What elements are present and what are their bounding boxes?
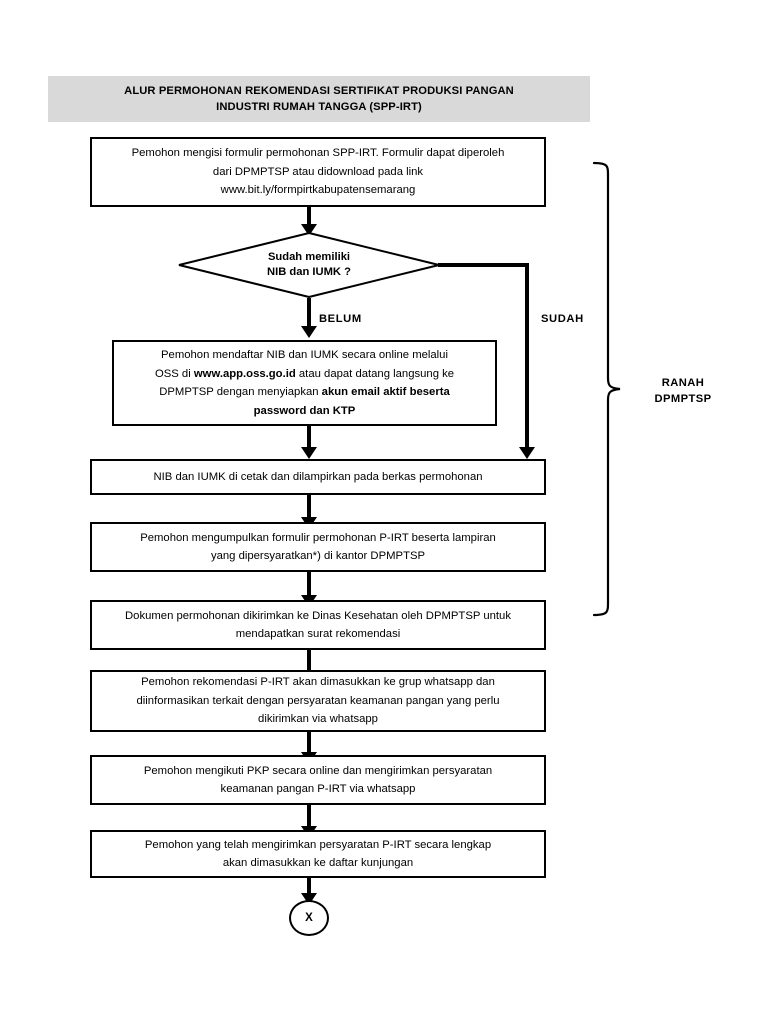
node-step5: Dokumen permohonan dikirimkan ke Dinas K… bbox=[90, 600, 546, 650]
chart-title-line-1: ALUR PERMOHONAN REKOMENDASI SERTIFIKAT P… bbox=[124, 85, 514, 97]
node-step4: Pemohon mengumpulkan formulir permohonan… bbox=[90, 522, 546, 572]
node-step2-line-3: DPMPTSP dengan menyiapkan akun email akt… bbox=[155, 383, 454, 402]
chart-title-banner: ALUR PERMOHONAN REKOMENDASI SERTIFIKAT P… bbox=[48, 76, 590, 122]
brace-shape bbox=[592, 161, 621, 617]
branch-label-sudah: SUDAH bbox=[541, 313, 584, 325]
node-step1-text: Pemohon mengisi formulir permohonan SPP-… bbox=[122, 142, 515, 202]
node-step1-line-1: Pemohon mengisi formulir permohonan SPP-… bbox=[131, 147, 505, 160]
chart-title-line-2: INDUSTRI RUMAH TANGGA (SPP-IRT) bbox=[216, 101, 422, 113]
node-decision: Sudah memiliki NIB dan IUMK ? bbox=[178, 232, 440, 298]
node-step2-oss-url: www.app.oss.go.id bbox=[193, 367, 296, 380]
node-step1-line-2: dari DPMPTSP atau didownload pada link bbox=[212, 165, 424, 178]
node-step6-text: Pemohon rekomendasi P-IRT akan dimasukka… bbox=[127, 671, 510, 731]
node-step3: NIB dan IUMK di cetak dan dilampirkan pa… bbox=[90, 459, 546, 495]
node-step6: Pemohon rekomendasi P-IRT akan dimasukka… bbox=[90, 670, 546, 732]
connector-decision-belum bbox=[307, 298, 311, 330]
node-step2: Pemohon mendaftar NIB dan IUMK secara on… bbox=[112, 340, 497, 426]
node-step1-line-3: www.bit.ly/formpirtkabupatensemarang bbox=[220, 184, 416, 197]
node-step2-line-2-a: OSS di bbox=[154, 367, 194, 380]
node-step3-line-1: NIB dan IUMK di cetak dan dilampirkan pa… bbox=[153, 470, 483, 483]
node-step7-text: Pemohon mengikuti PKP secara online dan … bbox=[134, 760, 502, 801]
node-step2-line-2-c: atau dapat datang langsung ke bbox=[295, 367, 455, 380]
node-step1: Pemohon mengisi formulir permohonan SPP-… bbox=[90, 137, 546, 207]
node-step5-line-2: mendapatkan surat rekomendasi bbox=[235, 628, 401, 640]
node-step2-line-4: password dan KTP bbox=[155, 402, 454, 421]
node-step2-line-1: Pemohon mendaftar NIB dan IUMK secara on… bbox=[161, 349, 448, 361]
connector-step1-to-decision bbox=[307, 207, 311, 229]
node-step6-line-2: diinformasikan terkait dengan persyarata… bbox=[136, 694, 500, 707]
node-step2-text: Pemohon mendaftar NIB dan IUMK secara on… bbox=[145, 344, 464, 422]
node-terminator: X bbox=[289, 900, 329, 936]
node-step7: Pemohon mengikuti PKP secara online dan … bbox=[90, 755, 546, 805]
node-step8-line-2: akan dimasukkan ke daftar kunjungan bbox=[222, 857, 414, 869]
branch-label-belum: BELUM bbox=[319, 313, 362, 325]
node-step5-text: Dokumen permohonan dikirimkan ke Dinas K… bbox=[115, 605, 521, 646]
connector-step4-to-step5 bbox=[307, 572, 311, 599]
node-step5-line-1: Dokumen permohonan dikirimkan ke Dinas K… bbox=[125, 609, 511, 622]
arrowhead-decision-sudah bbox=[519, 447, 535, 459]
node-terminator-label: X bbox=[305, 912, 313, 924]
node-step2-line-3-a: DPMPTSP dengan menyiapkan bbox=[159, 386, 322, 398]
node-step2-line-2: OSS di www.app.oss.go.id atau dapat data… bbox=[155, 365, 454, 384]
connector-step7-to-step8 bbox=[307, 805, 311, 830]
connector-step3-to-step4 bbox=[307, 495, 311, 521]
node-step2-line-3-b: akun email aktif beserta bbox=[321, 386, 450, 398]
arrowhead-step2-to-step3 bbox=[301, 447, 317, 459]
scope-label-line-1: RANAH bbox=[661, 377, 705, 389]
connector-step5-to-step6 bbox=[307, 650, 311, 674]
connector-step2-to-step3 bbox=[307, 426, 311, 451]
node-step8: Pemohon yang telah mengirimkan persyarat… bbox=[90, 830, 546, 878]
node-step8-text: Pemohon yang telah mengirimkan persyarat… bbox=[135, 834, 501, 875]
node-step6-line-1: Pemohon rekomendasi P-IRT akan dimasukka… bbox=[141, 676, 495, 689]
node-step4-line-2: yang dipersyaratkan*) di kantor DPMPTSP bbox=[210, 550, 426, 562]
connector-step6-to-step7 bbox=[307, 732, 311, 756]
scope-brace bbox=[592, 160, 622, 618]
scope-label-line-2: DPMPTSP bbox=[654, 393, 712, 405]
node-step6-line-3: dikirimkan via whatsapp bbox=[258, 713, 378, 726]
connector-decision-sudah-horizontal bbox=[438, 263, 529, 267]
node-step4-line-1: Pemohon mengumpulkan formulir permohonan… bbox=[140, 531, 496, 544]
connector-step8-to-terminator bbox=[307, 878, 311, 898]
node-step7-line-1: Pemohon mengikuti PKP secara online dan … bbox=[143, 764, 493, 777]
node-step2-line-4-b: password dan KTP bbox=[253, 404, 356, 417]
node-step4-text: Pemohon mengumpulkan formulir permohonan… bbox=[130, 527, 506, 568]
node-step8-line-1: Pemohon yang telah mengirimkan persyarat… bbox=[144, 838, 492, 851]
node-step7-line-2: keamanan pangan P-IRT via whatsapp bbox=[220, 783, 416, 795]
connector-decision-sudah-vertical bbox=[525, 263, 529, 451]
arrowhead-decision-belum bbox=[301, 326, 317, 338]
node-step3-text: NIB dan IUMK di cetak dan dilampirkan pa… bbox=[143, 466, 492, 489]
scope-label: RANAH DPMPTSP bbox=[628, 375, 738, 407]
diamond-shape bbox=[178, 232, 440, 298]
